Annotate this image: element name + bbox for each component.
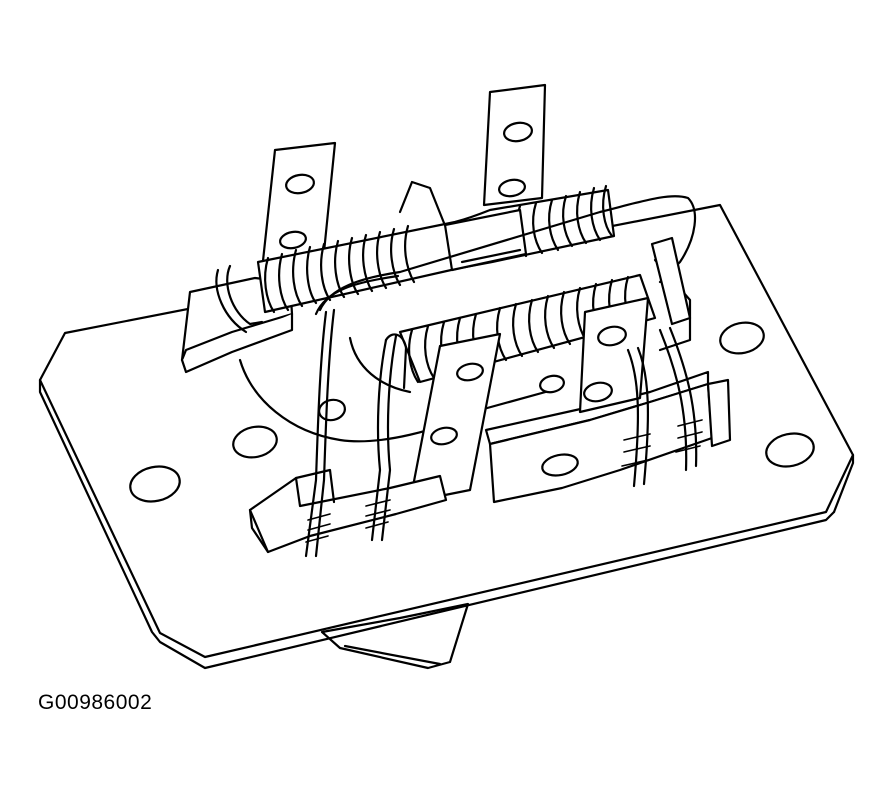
wire-crimps	[306, 420, 702, 542]
mounting-hole-upper-left	[230, 423, 279, 461]
terminal-blade-front-center	[539, 298, 648, 412]
mounting-hole-upper-right	[717, 319, 766, 357]
top-lead-wire	[320, 196, 695, 310]
wire-bracket	[400, 182, 446, 228]
terminal-blade-rear-right	[484, 85, 545, 205]
figure-code: G00986002	[38, 691, 153, 714]
mounting-hole-left	[127, 462, 183, 506]
underside-block	[322, 604, 468, 668]
mounting-holes	[127, 319, 817, 506]
mounting-hole-right	[763, 429, 817, 470]
terminal-bracket-left	[250, 470, 446, 552]
terminal-blade-front-left	[317, 334, 500, 502]
